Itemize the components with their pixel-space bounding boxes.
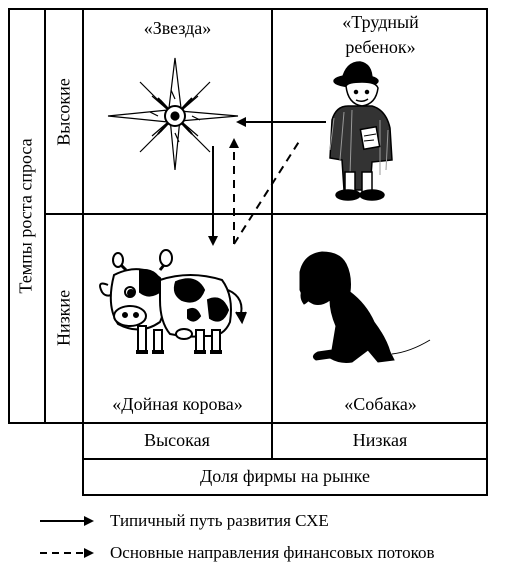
x-level-low: Низкая xyxy=(352,430,408,450)
dog-label: «Собака» xyxy=(344,394,417,414)
cash-cow-icon xyxy=(99,249,247,354)
y-level-divider xyxy=(82,8,84,424)
problem-child-label-line2: ребенок» xyxy=(345,37,416,57)
center-vertical-line xyxy=(271,8,273,424)
legend-solid-label: Типичный путь развития СХЕ xyxy=(110,511,329,530)
problem-child-icon xyxy=(329,61,393,201)
center-horizontal-line xyxy=(44,213,488,215)
problem-child-label-line1: «Трудный xyxy=(342,12,419,32)
financial-flow-arrows xyxy=(229,138,301,245)
x-level-high: Высокая xyxy=(144,430,210,450)
typical-path-arrows xyxy=(208,117,326,246)
star-label: «Звезда» xyxy=(143,18,212,38)
x-level-divider xyxy=(271,422,273,460)
cash-cow-label: «Дойная корова» xyxy=(112,394,243,414)
x-axis-title: Доля фирмы на рынке xyxy=(200,466,370,486)
x-axis-title-box xyxy=(82,458,488,496)
star-icon xyxy=(107,57,239,171)
dog-icon xyxy=(299,251,431,363)
y-title-divider xyxy=(44,8,46,424)
legend-dashed-label: Основные направления финансовых потоков xyxy=(110,543,435,562)
